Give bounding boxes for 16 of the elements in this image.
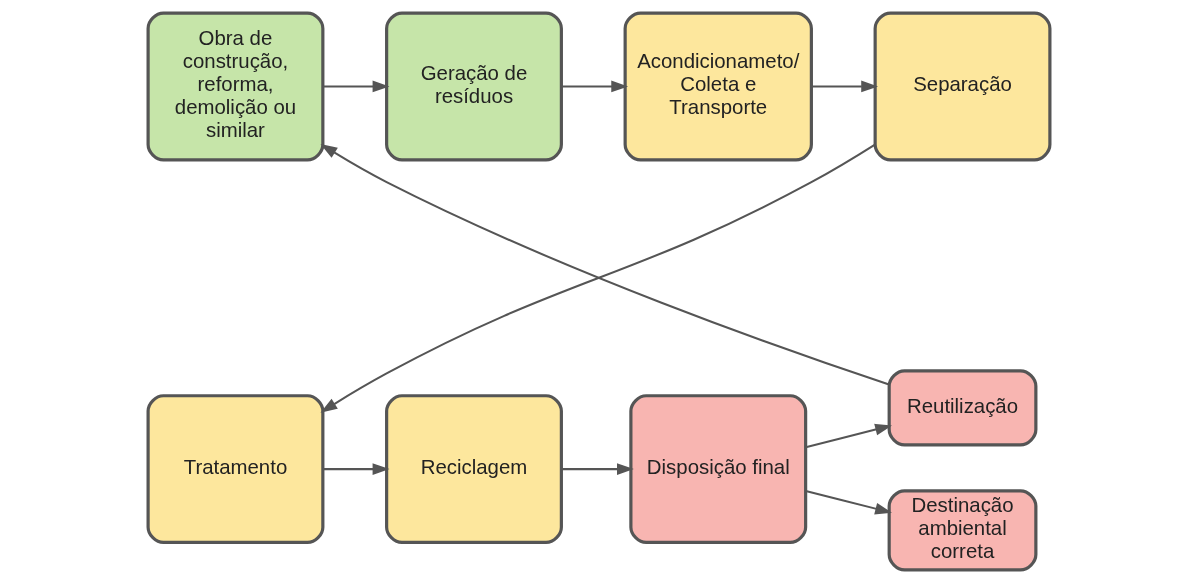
arrow <box>322 80 389 93</box>
arrow <box>561 463 634 475</box>
node-box: Disposição final <box>628 394 807 545</box>
arrow <box>811 80 878 93</box>
node-box: Separação <box>873 11 1051 162</box>
node-box: Geração de resíduos <box>384 11 563 162</box>
arrow <box>561 80 628 93</box>
arrow <box>322 463 389 475</box>
node-box: Obra de construção, reforma, demolição ou similar <box>146 11 324 162</box>
node-box: Destinação ambiental correta <box>887 489 1037 572</box>
node-box: Reutilização <box>887 369 1037 447</box>
arrow <box>805 490 892 515</box>
arrow <box>805 423 892 449</box>
node-box: Tratamento <box>146 394 324 545</box>
node-box: Acondicionameto/ Coleta e Transporte <box>623 11 813 162</box>
node-box: Reciclagem <box>384 394 563 545</box>
